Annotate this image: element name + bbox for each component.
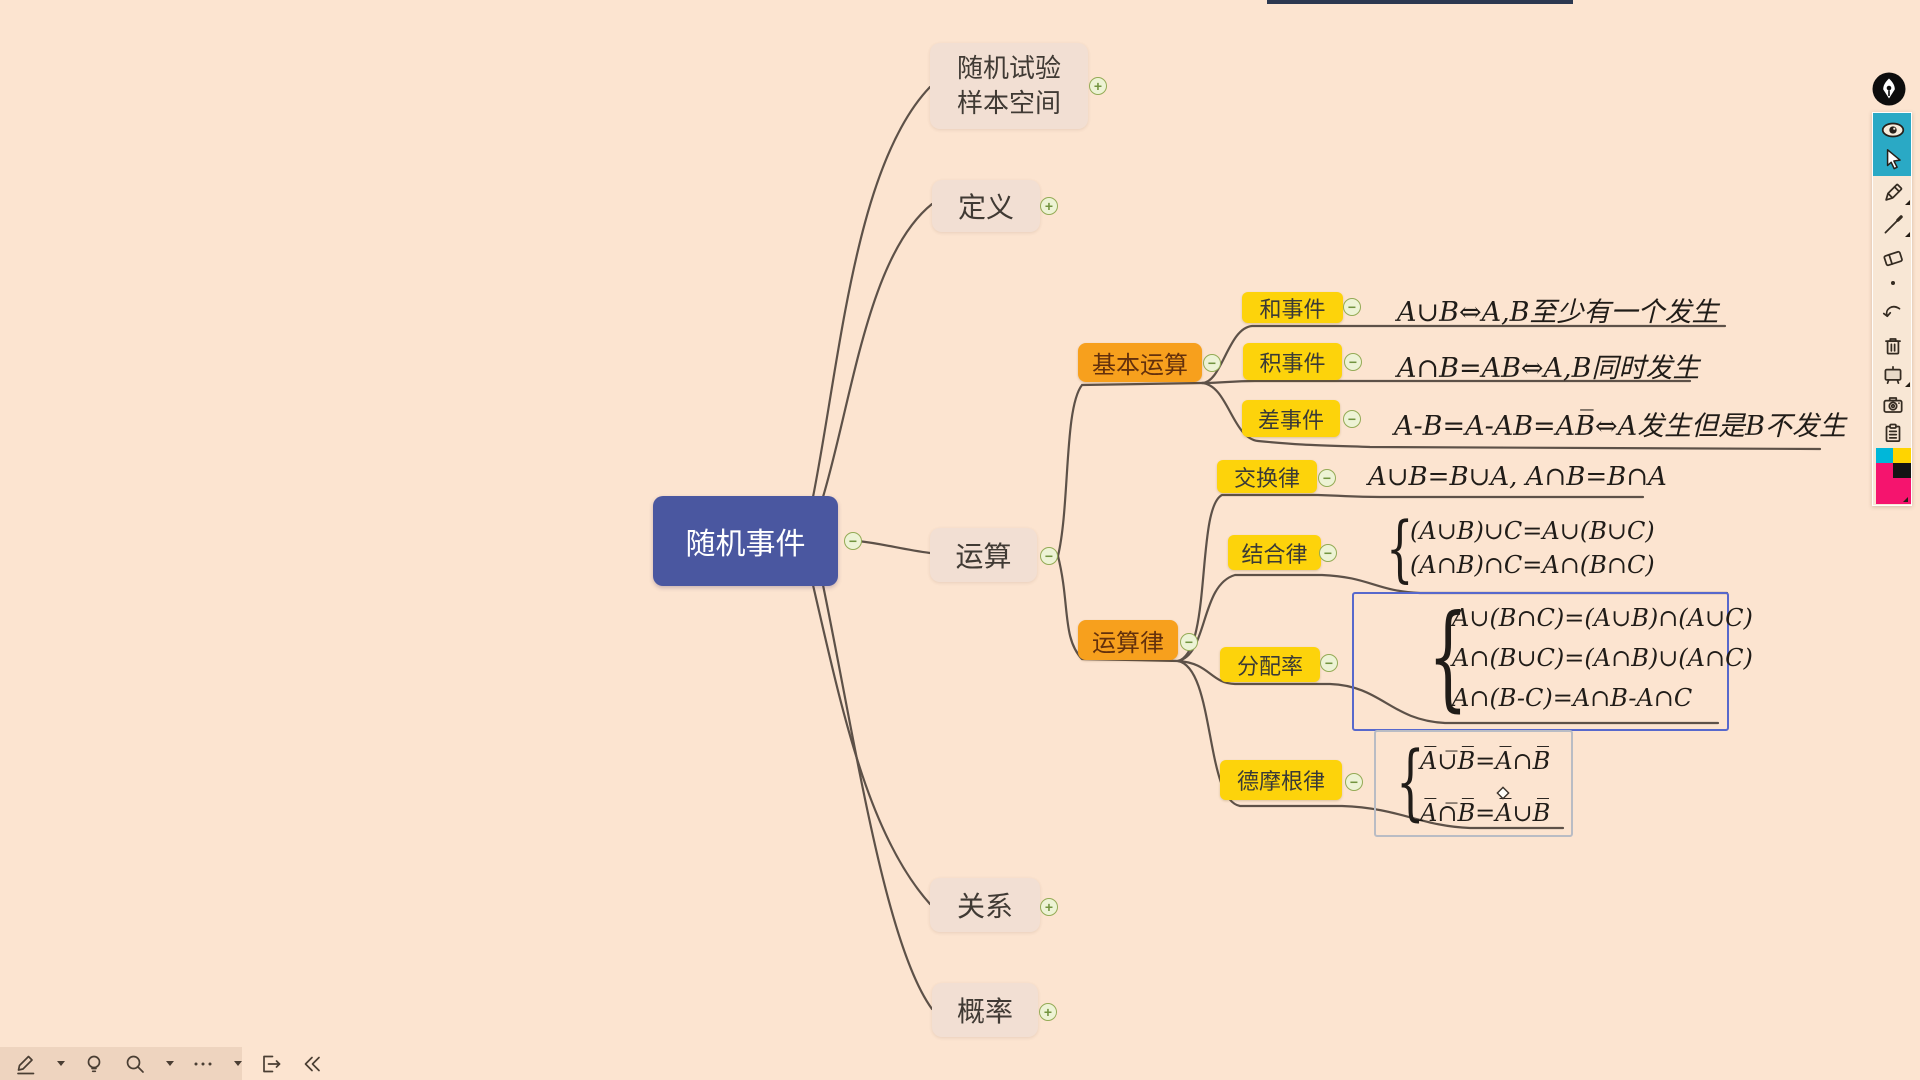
formula-commutative[interactable]: A∪B=B∪A, A∩B=B∩A [1368, 462, 1667, 492]
formula-distributive-1[interactable]: A∪(B∩C)=(A∪B)∩(A∪C) [1452, 604, 1753, 632]
node-associative-law[interactable]: 结合律 [1228, 535, 1321, 570]
node-label: 分配率 [1236, 653, 1303, 679]
formula-demorgan-1[interactable]: A̅∪̅B̅=A̅∩B̅ [1420, 747, 1551, 775]
node-demorgan-law[interactable]: 德摩根律 [1220, 760, 1342, 800]
node-label: 基本运算 [1092, 352, 1188, 379]
node-experiment-sample-space[interactable]: 随机试验 样本空间 [930, 43, 1088, 129]
node-label: 结合律 [1241, 541, 1308, 567]
node-label: 随机试验 [956, 52, 1061, 83]
clipboard-icon[interactable] [1873, 419, 1913, 447]
flyout-corner [1905, 200, 1910, 205]
collapse-badge-center[interactable]: − [844, 532, 862, 550]
node-relation[interactable]: 关系 [930, 878, 1040, 932]
window-top-edge [1267, 0, 1573, 4]
node-operation[interactable]: 运算 [930, 528, 1037, 582]
flyout-corner [1905, 232, 1910, 237]
formula-distributive-2[interactable]: A∩(B∪C)=(A∩B)∪(A∩C) [1452, 644, 1753, 672]
dot-marker-icon[interactable] [1873, 275, 1913, 291]
node-commutative-law[interactable]: 交换律 [1217, 460, 1317, 493]
palette-yellow [1892, 448, 1911, 463]
line-tool-icon[interactable] [1873, 211, 1913, 239]
palette-black [1892, 463, 1911, 478]
node-definition[interactable]: 定义 [932, 180, 1040, 232]
flyout-corner [1905, 382, 1910, 387]
collapse-badge-distributive[interactable]: − [1320, 654, 1338, 672]
expand-badge-probability[interactable]: + [1039, 1003, 1057, 1021]
node-label: 运算律 [1092, 629, 1164, 657]
collapse-badge-associative[interactable]: − [1319, 544, 1337, 562]
eye-icon[interactable] [1873, 116, 1913, 144]
node-label: 积事件 [1259, 350, 1326, 376]
chevron-down-icon[interactable] [57, 1061, 65, 1066]
collapse-badge-sum-event[interactable]: − [1343, 298, 1361, 316]
palette-cyan [1875, 448, 1893, 463]
node-label: 关系 [956, 891, 1013, 922]
node-label: 交换律 [1233, 465, 1300, 491]
whiteboard-icon[interactable] [1873, 361, 1913, 389]
formula-product-event[interactable]: A∩B=AB⇔A,B同时发生 [1397, 353, 1700, 384]
collapse-badge-commutative[interactable]: − [1318, 469, 1336, 487]
brace-demorgan: { [1396, 735, 1425, 830]
node-distributive-law[interactable]: 分配率 [1220, 647, 1320, 682]
color-palette-icon[interactable] [1873, 447, 1913, 505]
collapse-badge-demorgan[interactable]: − [1345, 773, 1363, 791]
node-label: 德摩根律 [1236, 769, 1325, 794]
chevron-down-icon[interactable] [166, 1061, 174, 1066]
expand-badge-experiment[interactable]: + [1089, 77, 1107, 95]
view-toolbar [0, 1047, 320, 1080]
node-label: 定义 [957, 192, 1014, 223]
flyout-corner [1902, 497, 1908, 502]
node-product-event[interactable]: 积事件 [1243, 343, 1342, 380]
expand-badge-relation[interactable]: + [1040, 898, 1058, 916]
formula-demorgan-2[interactable]: A̅∩̅B̅=A̅∪B̅ [1420, 799, 1551, 827]
central-node-random-events[interactable]: 随机事件 [653, 496, 838, 586]
node-label: 概率 [956, 996, 1013, 1027]
edit-pencil-icon[interactable] [14, 1052, 38, 1076]
exit-icon[interactable] [259, 1052, 283, 1076]
node-label: 运算 [955, 541, 1012, 572]
collapse-chevrons-icon[interactable] [300, 1052, 324, 1076]
chevron-down-icon[interactable] [234, 1061, 242, 1066]
node-probability[interactable]: 概率 [932, 983, 1038, 1037]
formula-distributive-3[interactable]: A∩(B-C)=A∩B-A∩C [1452, 684, 1693, 712]
node-label: 差事件 [1257, 407, 1324, 433]
pencil-tool-icon[interactable] [1873, 179, 1913, 207]
more-dots-icon[interactable] [191, 1052, 215, 1076]
expand-badge-definition[interactable]: + [1040, 197, 1058, 215]
trash-icon[interactable] [1873, 332, 1913, 360]
idea-bulb-icon[interactable] [82, 1052, 106, 1076]
node-sum-event[interactable]: 和事件 [1242, 292, 1343, 323]
collapse-badge-basic-operations[interactable]: − [1203, 354, 1221, 372]
camera-icon[interactable] [1873, 391, 1913, 419]
formula-diff-event[interactable]: A-B=A-AB=AB̅⇔A发生但是B不发生 [1394, 411, 1846, 442]
collapse-badge-diff-event[interactable]: − [1343, 410, 1361, 428]
node-diff-event[interactable]: 差事件 [1242, 400, 1340, 437]
node-basic-operations[interactable]: 基本运算 [1078, 343, 1202, 382]
formula-associative-2[interactable]: (A∩B)∩C=A∩(B∩C) [1410, 551, 1655, 579]
collapse-badge-operation-laws[interactable]: − [1180, 633, 1198, 651]
collapse-badge-operation[interactable]: − [1040, 547, 1058, 565]
collapse-badge-product-event[interactable]: − [1344, 353, 1362, 371]
formula-associative-1[interactable]: (A∪B)∪C=A∪(B∪C) [1410, 517, 1655, 545]
node-operation-laws[interactable]: 运算律 [1078, 620, 1178, 660]
central-node-label: 随机事件 [685, 528, 806, 561]
eraser-icon[interactable] [1873, 244, 1913, 272]
node-label: 样本空间 [956, 88, 1061, 118]
brace-distributive: { [1428, 590, 1468, 723]
pen-logo [1872, 72, 1906, 106]
magnifier-icon[interactable] [123, 1052, 147, 1076]
drawing-toolbar [1872, 112, 1912, 506]
node-label: 和事件 [1259, 296, 1326, 322]
formula-sum-event[interactable]: A∪B⇔A,B至少有一个发生 [1397, 297, 1719, 328]
brace-associative: { [1386, 506, 1414, 590]
select-cursor-icon[interactable] [1873, 145, 1913, 173]
undo-icon[interactable] [1873, 299, 1913, 327]
